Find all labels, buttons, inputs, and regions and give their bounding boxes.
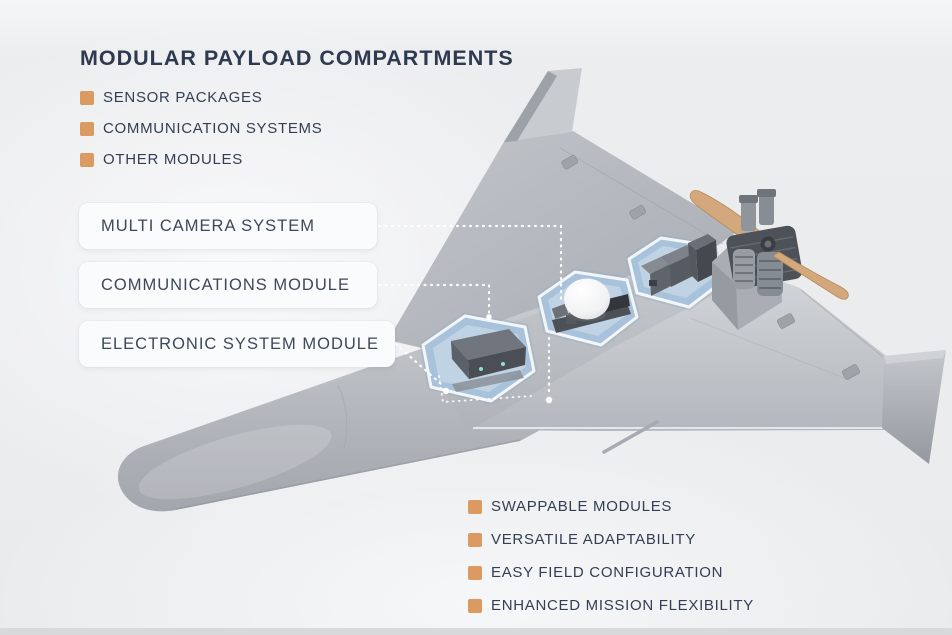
callout-card-electronic-system: ELECTRONIC SYSTEM MODULE <box>79 321 395 367</box>
propeller-blade-lower <box>772 251 849 300</box>
benefits-list: SWAPPABLE MODULES VERSATILE ADAPTABILITY… <box>468 499 754 631</box>
square-bullet-icon <box>80 153 94 167</box>
callout-endpoints <box>442 314 553 404</box>
list-item: SENSOR PACKAGES <box>80 90 322 106</box>
payload-types-list: SENSOR PACKAGES COMMUNICATION SYSTEMS OT… <box>80 90 322 183</box>
callout-label: MULTI CAMERA SYSTEM <box>101 216 315 235</box>
callout-label: COMMUNICATIONS MODULE <box>101 275 350 294</box>
bottom-edge-band <box>0 628 952 635</box>
drone-right-winglet <box>882 350 946 464</box>
square-bullet-icon <box>468 500 482 514</box>
payload-bay-electronics <box>419 312 538 405</box>
list-item: EASY FIELD CONFIGURATION <box>468 565 754 581</box>
list-item: OTHER MODULES <box>80 152 322 168</box>
callout-connectors <box>377 224 563 396</box>
drone-engine <box>726 189 803 296</box>
square-bullet-icon <box>468 566 482 580</box>
drone-near-wing <box>470 272 946 464</box>
list-item: ENHANCED MISSION FLEXIBILITY <box>468 598 754 614</box>
callout-line-communications <box>377 283 491 315</box>
square-bullet-icon <box>468 599 482 613</box>
wing-hatch <box>561 154 646 220</box>
callout-line-multi-camera <box>377 224 563 302</box>
drone-left-winglet <box>504 68 582 142</box>
square-bullet-icon <box>80 91 94 105</box>
payload-bay-avionics <box>625 234 727 311</box>
list-item-label: OTHER MODULES <box>103 151 243 168</box>
callout-label: ELECTRONIC SYSTEM MODULE <box>101 334 379 353</box>
callout-card-communications: COMMUNICATIONS MODULE <box>79 262 377 308</box>
square-bullet-icon <box>80 122 94 136</box>
list-item-label: SWAPPABLE MODULES <box>491 498 673 515</box>
payload-bay-camera-dome <box>535 268 641 349</box>
propeller <box>760 236 849 300</box>
list-item-label: ENHANCED MISSION FLEXIBILITY <box>491 597 754 614</box>
drone-far-wing <box>388 68 738 350</box>
list-item-label: SENSOR PACKAGES <box>103 89 263 106</box>
list-item: COMMUNICATION SYSTEMS <box>80 121 322 137</box>
list-item-label: COMMUNICATION SYSTEMS <box>103 120 323 137</box>
list-item: VERSATILE ADAPTABILITY <box>468 532 754 548</box>
drone-tail-cone-facet <box>712 262 738 330</box>
list-item-label: EASY FIELD CONFIGURATION <box>491 564 724 581</box>
page-title: MODULAR PAYLOAD COMPARTMENTS <box>80 46 514 70</box>
drone-antenna <box>602 420 659 454</box>
callout-card-multi-camera: MULTI CAMERA SYSTEM <box>79 203 377 249</box>
square-bullet-icon <box>468 533 482 547</box>
list-item: SWAPPABLE MODULES <box>468 499 754 515</box>
list-item-label: VERSATILE ADAPTABILITY <box>491 531 696 548</box>
